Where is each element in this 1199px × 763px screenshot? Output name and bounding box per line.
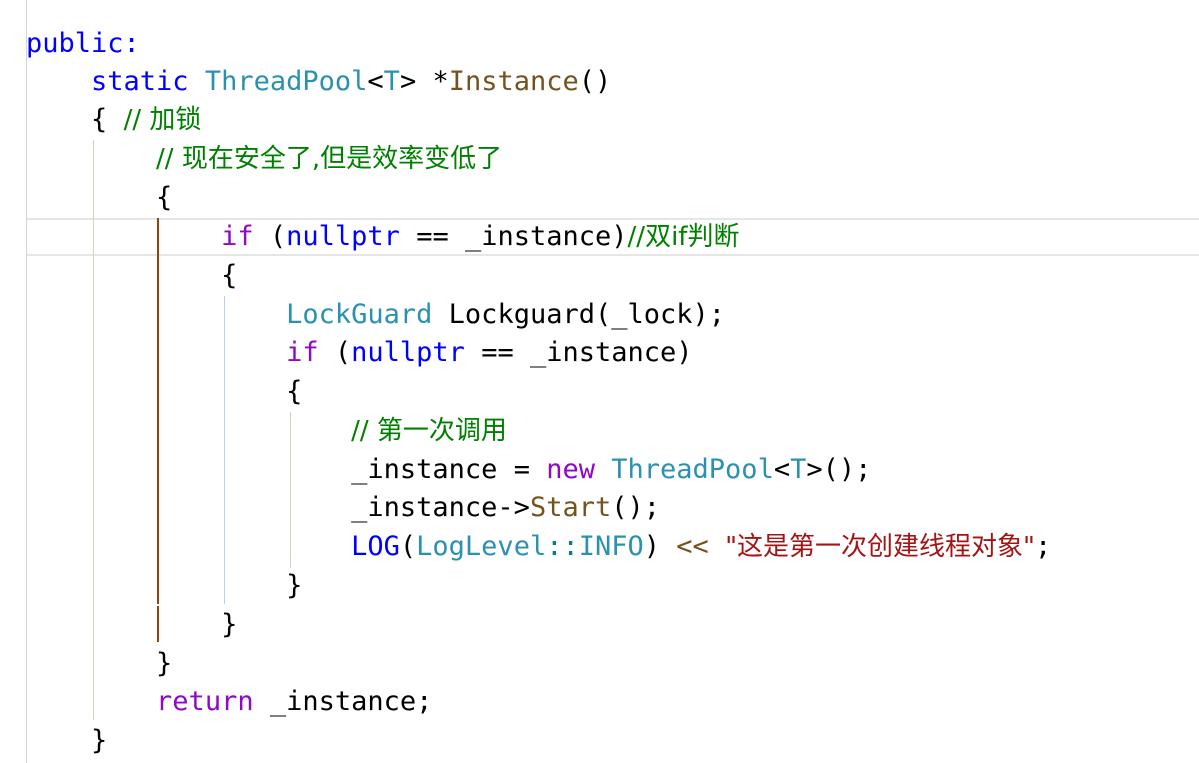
type-token: LogLevel [416, 531, 547, 562]
code-line[interactable]: } [26, 606, 237, 644]
comment-token: //双if判断 [627, 222, 740, 252]
identifier-token: _instance [269, 686, 417, 717]
keyword-token: new [546, 454, 595, 485]
indent-guide [93, 140, 94, 720]
code-line[interactable]: } [26, 645, 172, 683]
keyword-token: nullptr [286, 221, 400, 252]
punct-token: < [367, 66, 384, 97]
code-line[interactable]: // 第一次调用 [26, 412, 507, 450]
punct-token: (); [822, 454, 872, 485]
indent-guide [224, 296, 225, 604]
type-token: ThreadPool [204, 66, 368, 97]
keyword-token: if [286, 337, 319, 368]
comment-token: // 加锁 [123, 105, 202, 135]
brace-token: { [91, 104, 108, 135]
code-line[interactable]: } [26, 567, 302, 605]
punct-token: ( [334, 337, 352, 368]
code-line[interactable]: { [26, 257, 237, 295]
keyword-token: if [221, 221, 254, 252]
operator-token: << [676, 531, 709, 562]
brace-token: } [91, 725, 108, 756]
brace-token: } [156, 648, 173, 679]
identifier-token: _lock [611, 299, 693, 330]
code-line[interactable]: public: [26, 25, 140, 63]
code-line[interactable]: static ThreadPool<T> *Instance() [26, 63, 611, 101]
punct-token: ( [594, 299, 612, 330]
code-line[interactable]: if (nullptr == _instance)//双if判断 [26, 218, 739, 256]
keyword-token: return [156, 686, 254, 717]
brace-token: { [221, 260, 238, 291]
type-token: T [383, 66, 400, 97]
code-line[interactable]: if (nullptr == _instance) [26, 334, 693, 372]
indent-guide [290, 412, 291, 568]
type-token: ThreadPool [611, 454, 774, 485]
code-line[interactable]: { [26, 179, 172, 217]
string-token: "这是第一次创建线程对象" [725, 532, 1035, 562]
operator-token: -> [497, 492, 530, 523]
operator-token: :: [546, 531, 579, 562]
punct-token: < [773, 454, 791, 485]
keyword-token: static [91, 66, 189, 97]
indent-guide-active [157, 218, 159, 604]
keyword-token: nullptr [351, 337, 465, 368]
punct-token: ; [416, 686, 433, 717]
type-token: LockGuard [286, 299, 433, 330]
code-line[interactable]: return _instance; [26, 683, 432, 721]
brace-token: } [221, 609, 238, 640]
identifier-token: _instance [351, 454, 498, 485]
punct-token: (); [611, 492, 660, 523]
brace-token: } [286, 570, 303, 601]
function-token: Instance [448, 66, 579, 97]
code-line[interactable]: _instance->Start(); [26, 489, 660, 527]
punct-token: ) [676, 337, 693, 368]
keyword-token: public: [26, 28, 140, 59]
code-line[interactable]: // 现在安全了,但是效率变低了 [26, 140, 502, 178]
punct-token: ); [692, 299, 726, 330]
punct-token: ; [1034, 531, 1052, 562]
punct-token: ( [269, 221, 287, 252]
function-token: Start [529, 492, 612, 523]
enum-token: INFO [578, 531, 644, 562]
operator-token: == [481, 337, 514, 368]
punct-token: ) [643, 531, 661, 562]
punct-token: ) [611, 221, 628, 252]
brace-token: { [156, 182, 173, 213]
comment-token: // 第一次调用 [351, 416, 507, 446]
type-token: T [790, 454, 807, 485]
code-line[interactable]: } [26, 722, 107, 760]
brace-token: { [286, 376, 303, 407]
editor-left-margin [26, 0, 27, 763]
code-line[interactable]: { [26, 373, 302, 411]
punct-token: > [399, 66, 417, 97]
operator-token: = [513, 454, 530, 485]
indent-guide-active [157, 606, 159, 642]
code-line[interactable]: _instance = new ThreadPool<T>(); [26, 451, 871, 489]
operator-token: == [416, 221, 449, 252]
current-line-highlight [27, 218, 1199, 256]
identifier-token: Lockguard [448, 299, 595, 330]
macro-token: LOG [351, 531, 400, 562]
code-line[interactable]: LockGuard Lockguard(_lock); [26, 296, 725, 334]
code-line[interactable]: { // 加锁 [26, 101, 201, 139]
punct-token: () [578, 66, 612, 97]
code-line[interactable]: LOG(LogLevel::INFO) << "这是第一次创建线程对象"; [26, 528, 1051, 566]
identifier-token: _instance [529, 337, 677, 368]
comment-token: // 现在安全了,但是效率变低了 [156, 144, 503, 174]
punct-token: * [432, 66, 449, 97]
identifier-token: _instance [464, 221, 612, 252]
punct-token: > [806, 454, 823, 485]
identifier-token: _instance [351, 492, 498, 523]
punct-token: ( [399, 531, 417, 562]
